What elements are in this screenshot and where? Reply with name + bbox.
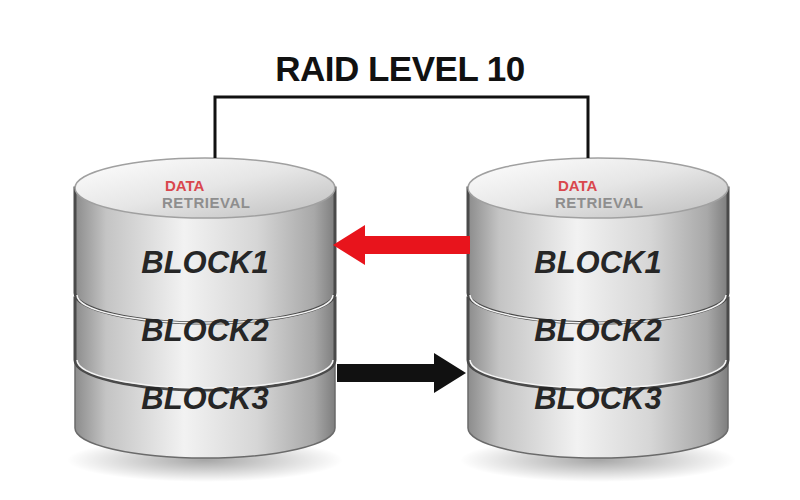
diagram-title: RAID LEVEL 10: [0, 50, 800, 88]
block-label: BLOCK1: [141, 245, 268, 281]
data-block-band: BLOCK2: [488, 303, 708, 358]
block-label: BLOCK3: [534, 381, 661, 417]
data-block-band: BLOCK1: [488, 223, 708, 303]
raid-disk: DATARETRIEVAL BLOCK1BLOCK2BLOCK3: [75, 158, 335, 458]
data-block-band: BLOCK1: [95, 223, 315, 303]
watermark-text: DATA: [165, 178, 204, 194]
block-label: BLOCK2: [141, 313, 268, 349]
block-label: BLOCK2: [534, 313, 661, 349]
mirror-connector: [215, 97, 588, 158]
mirror-connector: [337, 353, 466, 393]
watermark-text: DATA: [558, 178, 597, 194]
block-label: BLOCK1: [534, 245, 661, 281]
data-block-band: BLOCK3: [95, 366, 315, 432]
data-block-band: BLOCK3: [488, 366, 708, 432]
data-block-band: BLOCK2: [95, 303, 315, 358]
mirror-connector: [333, 225, 470, 265]
raid-disk: DATARETRIEVAL BLOCK1BLOCK2BLOCK3: [468, 158, 728, 458]
watermark-text: RETRIEVAL: [555, 195, 643, 211]
watermark-text: RETRIEVAL: [162, 195, 250, 211]
block-label: BLOCK3: [141, 381, 268, 417]
